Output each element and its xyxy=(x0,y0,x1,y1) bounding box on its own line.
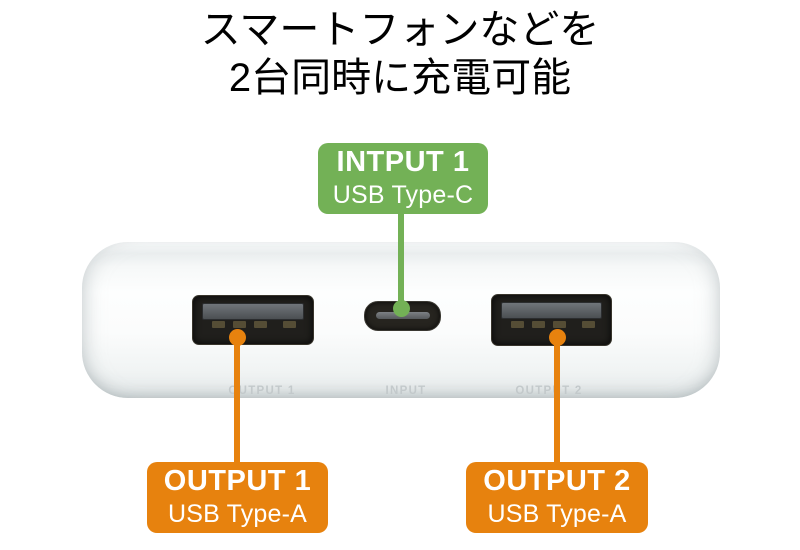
headline: スマートフォンなどを 2台同時に充電可能 xyxy=(0,6,800,102)
callout-output2-title: OUTPUT 2 xyxy=(483,465,631,498)
usb-pin xyxy=(532,321,545,328)
headline-line2: 2台同時に充電可能 xyxy=(228,56,572,100)
usb-a-port-1-tongue xyxy=(202,303,304,320)
callout-input: INTPUT 1 USB Type-C xyxy=(318,143,488,214)
callout-output2: OUTPUT 2 USB Type-A xyxy=(466,462,648,533)
usb-pin xyxy=(212,321,225,328)
usb-pin xyxy=(582,321,595,328)
usb-pin xyxy=(283,321,296,328)
usb-pin xyxy=(511,321,524,328)
callout-output1: OUTPUT 1 USB Type-A xyxy=(147,462,328,533)
callout-output1-subtitle: USB Type-A xyxy=(167,500,308,529)
callout-input-subtitle: USB Type-C xyxy=(332,181,474,210)
usb-pin xyxy=(254,321,267,328)
usb-pin xyxy=(233,321,246,328)
engraving-output2: OUTPUT 2 xyxy=(515,385,583,397)
headline-line1: スマートフォンなどを xyxy=(200,8,600,52)
callout-output2-subtitle: USB Type-A xyxy=(487,500,627,529)
callout-output1-title: OUTPUT 1 xyxy=(163,465,312,498)
leader-line-output1 xyxy=(234,337,240,462)
engraving-input: INPUT xyxy=(385,385,427,397)
leader-dot-input xyxy=(393,300,410,317)
usb-pin xyxy=(553,321,566,328)
engraving-output1: OUTPUT 1 xyxy=(228,385,296,397)
callout-input-title: INTPUT 1 xyxy=(336,146,470,179)
leader-dot-output1 xyxy=(229,329,246,346)
leader-dot-output2 xyxy=(549,329,566,346)
leader-line-input xyxy=(398,214,404,310)
leader-line-output2 xyxy=(554,337,560,462)
usb-a-port-1 xyxy=(192,295,314,345)
usb-a-port-2-tongue xyxy=(501,302,602,319)
